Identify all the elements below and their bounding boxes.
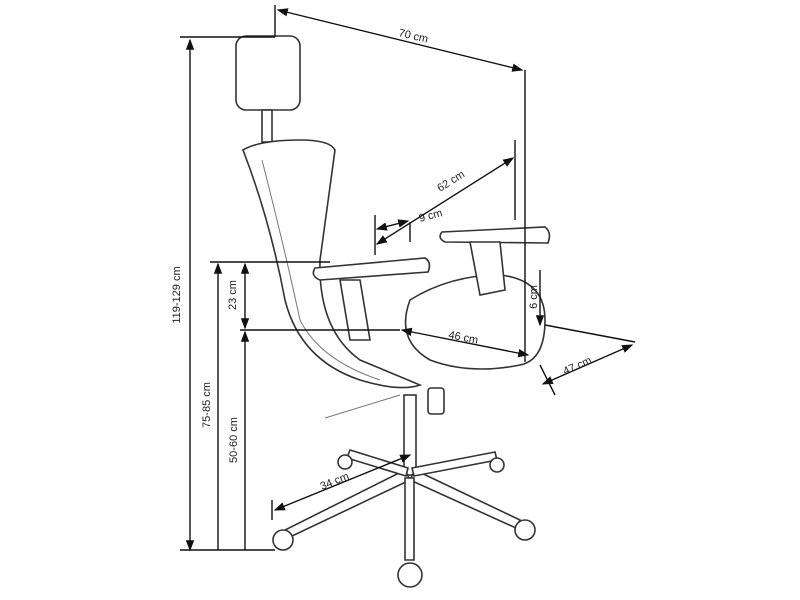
label-armrest-width: 9 cm bbox=[418, 207, 444, 225]
label-seat-thickness: 6 cm bbox=[528, 285, 540, 309]
label-height-total: 119-129 cm bbox=[171, 266, 183, 323]
armrest-support-left bbox=[339, 279, 371, 341]
headrest-post bbox=[261, 109, 273, 143]
chair-illustration bbox=[235, 35, 551, 588]
gas-cylinder bbox=[403, 394, 417, 476]
label-seat-height: 50-60 cm bbox=[228, 417, 240, 463]
armrest-right bbox=[439, 226, 551, 244]
armrest-left bbox=[312, 257, 431, 281]
label-armrest-to-seat: 23 cm bbox=[227, 280, 239, 310]
backrest bbox=[242, 139, 423, 389]
height-lever bbox=[324, 394, 401, 419]
base-star bbox=[283, 449, 522, 561]
label-armrest-height: 75-85 cm bbox=[201, 382, 213, 428]
label-base-radius: 34 cm bbox=[319, 470, 351, 492]
casters bbox=[272, 454, 536, 588]
dimension-lines bbox=[180, 5, 636, 552]
label-seat-depth: 46 cm bbox=[447, 329, 479, 346]
tilt-knob bbox=[427, 387, 445, 415]
headrest bbox=[235, 35, 301, 111]
label-seat-width: 47 cm bbox=[561, 355, 593, 378]
